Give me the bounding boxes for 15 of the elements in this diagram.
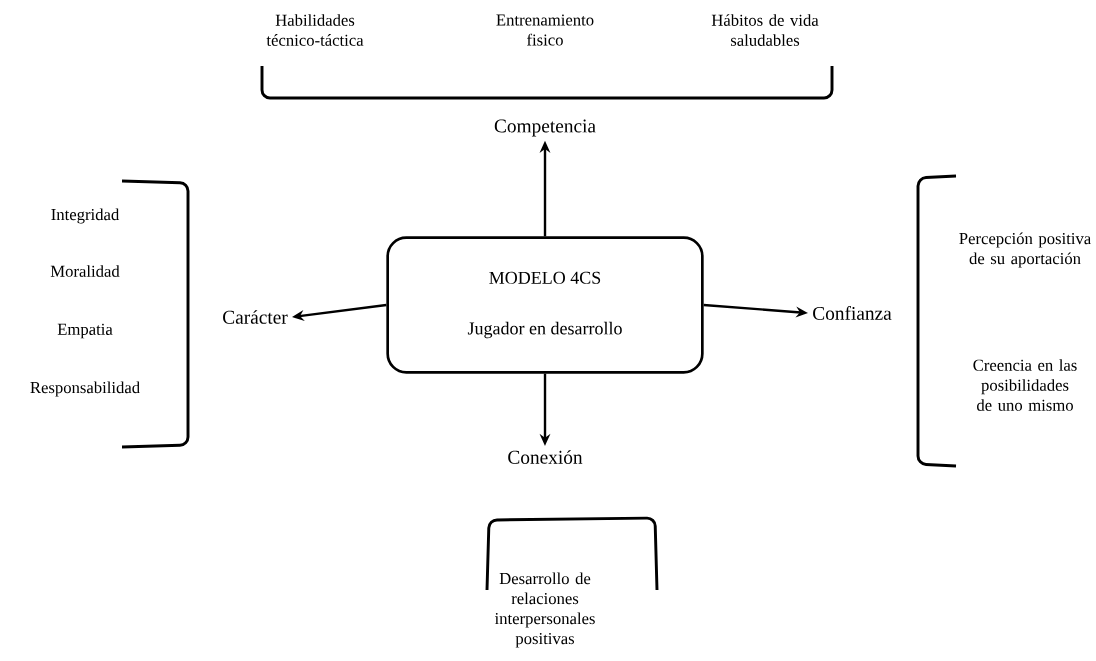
list-item: Habilidades técnico-táctica (266, 14, 364, 46)
list-item: Hábitos de vida saludables (711, 14, 819, 46)
model-box: MODELO 4CS Jugador en desarrollo (386, 236, 704, 374)
list-item: Creencia en las posibilidades de uno mismo (973, 359, 1077, 411)
list-item: Desarrollo de relaciones interpersonales positivas (494, 572, 595, 648)
list-item: Integridad (51, 208, 120, 224)
category-label: Confianza (813, 306, 892, 320)
list-item: Entrenamiento fisico (496, 14, 594, 46)
list-item: Empatia (57, 323, 113, 339)
category-label: Competencia (494, 119, 596, 137)
category-label: Conexión (508, 450, 583, 464)
list-item: Percepción positiva de su aportación (959, 232, 1091, 268)
list-item: Responsabilidad (30, 381, 140, 397)
category-label: Carácter (223, 310, 288, 324)
list-item: Moralidad (50, 265, 120, 277)
